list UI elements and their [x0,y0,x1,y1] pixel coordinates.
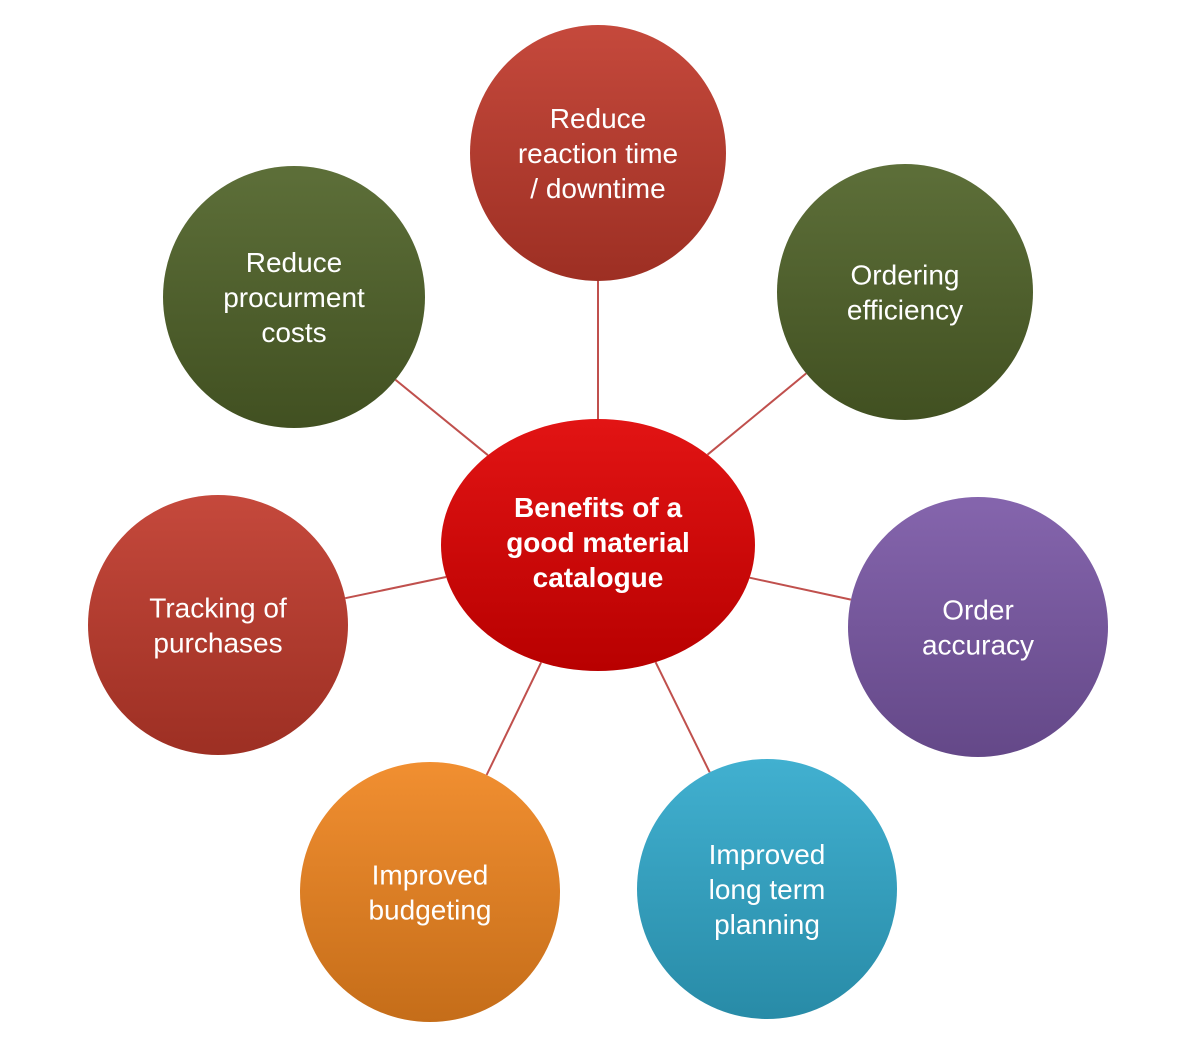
node-ordering-efficiency: Ordering efficiency [777,164,1033,420]
connector-improved-long-term-planning [654,661,711,773]
center-label-line-3: catalogue [533,562,664,593]
connector-order-accuracy [749,576,852,601]
node-label-order-accuracy-line-1: Order [942,595,1014,626]
node-tracking-of-purchases: Tracking of purchases [88,495,348,755]
center-ellipse [441,419,755,671]
node-label-tracking-of-purchases-line-2: purchases [153,628,282,659]
node-label-improved-long-term-planning-line-3: planning [714,909,820,940]
node-label-ordering-efficiency-line-2: efficiency [847,295,963,326]
node-label-reduce-reaction-time-line-2: reaction time [518,138,678,169]
node-label-improved-long-term-planning-line-2: long term [709,874,826,905]
node-label-improved-budgeting-line-1: Improved [372,860,489,891]
center-label-line-1: Benefits of a [514,492,682,523]
node-label-reduce-reaction-time-line-1: Reduce [550,103,647,134]
node-circle-reduce-reaction-time [470,25,726,281]
center-node: Benefits of a good material catalogue [441,419,755,671]
connectors [344,281,852,776]
node-improved-long-term-planning: Improved long term planning [637,759,897,1019]
node-label-reduce-procurment-costs-line-1: Reduce [246,247,343,278]
node-reduce-procurment-costs: Reduce procurment costs [163,166,425,428]
node-circle-order-accuracy [848,497,1108,757]
connector-reduce-procurment-costs [394,379,489,456]
node-label-tracking-of-purchases-line-1: Tracking of [149,593,287,624]
node-improved-budgeting: Improved budgeting [300,762,560,1022]
connector-improved-budgeting [485,661,543,776]
node-label-improved-long-term-planning-line-1: Improved [709,839,826,870]
node-label-reduce-reaction-time-line-3: / downtime [530,173,665,204]
node-label-reduce-procurment-costs-line-2: procurment [223,282,365,313]
node-label-ordering-efficiency-line-1: Ordering [851,260,960,291]
center-label-line-2: good material [506,527,690,558]
node-circle-ordering-efficiency [777,164,1033,420]
node-circle-tracking-of-purchases [88,495,348,755]
node-circle-reduce-procurment-costs [163,166,425,428]
node-circle-improved-long-term-planning [637,759,897,1019]
connector-tracking-of-purchases [344,576,447,600]
node-label-improved-budgeting-line-2: budgeting [368,895,491,926]
connector-ordering-efficiency [706,372,807,456]
node-reduce-reaction-time: Reduce reaction time / downtime [470,25,726,281]
node-label-reduce-procurment-costs-line-3: costs [261,317,326,348]
node-order-accuracy: Order accuracy [848,497,1108,757]
node-circle-improved-budgeting [300,762,560,1022]
node-label-order-accuracy-line-2: accuracy [922,630,1034,661]
